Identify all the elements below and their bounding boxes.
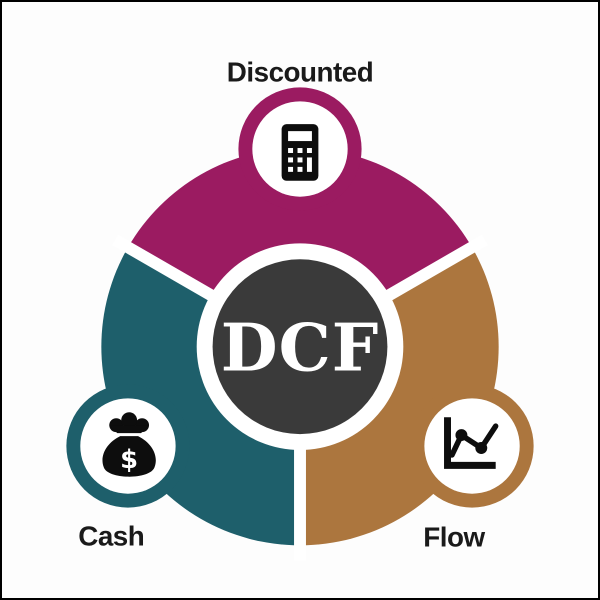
- bag-body: [102, 436, 156, 477]
- chart-axes: [444, 417, 496, 469]
- calculator-keys: [288, 148, 312, 172]
- chart-point-1: [455, 429, 468, 442]
- center-acronym: DCF: [221, 310, 380, 387]
- chart-trend-line: [449, 423, 499, 458]
- label-flow: Flow: [423, 521, 485, 552]
- calculator-display: [288, 131, 312, 142]
- bag-dollar-sign: $: [120, 445, 138, 475]
- node-face-flow: [424, 398, 520, 494]
- label-discounted: Discounted: [227, 56, 373, 87]
- calculator-icon: [281, 124, 319, 181]
- money-bag-icon: $: [102, 412, 156, 477]
- center-disc: [212, 259, 388, 435]
- bag-knot-center: [121, 412, 138, 429]
- bag-neck: [109, 425, 150, 434]
- chart-point-2: [475, 442, 488, 454]
- line-chart-icon: [444, 417, 499, 469]
- label-cash: Cash: [78, 520, 144, 551]
